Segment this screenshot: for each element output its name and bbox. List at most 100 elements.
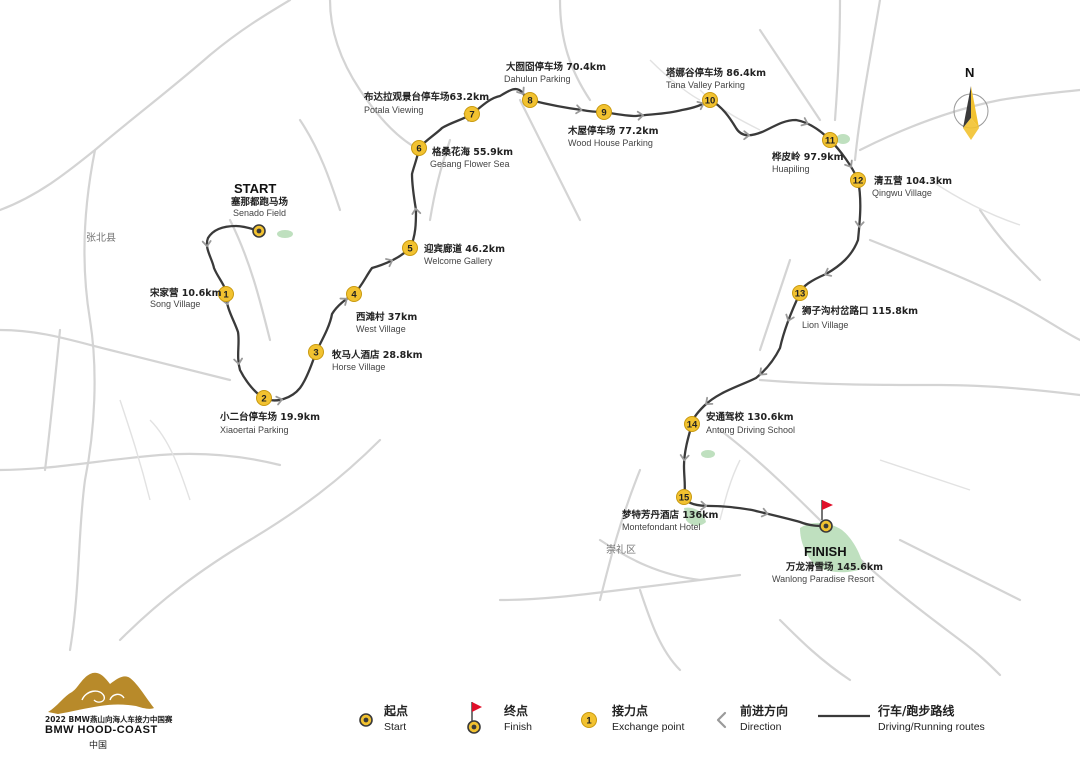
north-arrow-icon bbox=[953, 86, 989, 140]
finish-name-en: Wanlong Paradise Resort bbox=[772, 574, 875, 584]
exchange-point-icon: 1 bbox=[581, 712, 597, 728]
exchange-point-number: 15 bbox=[679, 493, 690, 504]
exchange-point-name-en: Welcome Gallery bbox=[424, 256, 493, 266]
exchange-point-marker bbox=[822, 132, 838, 148]
direction-chevron-icon bbox=[759, 367, 768, 376]
background-roads-thin bbox=[119, 59, 1021, 521]
exchange-point-marker bbox=[402, 240, 418, 256]
exchange-point-name-en: Huapiling bbox=[772, 164, 810, 174]
exchange-point-name-en: Wood House Parking bbox=[568, 138, 653, 148]
exchange-point-name-en: Xiaoertai Parking bbox=[220, 425, 289, 435]
exchange-point-marker bbox=[256, 390, 272, 406]
exchange-point-marker bbox=[684, 416, 700, 432]
direction-chevron-icon bbox=[716, 711, 727, 729]
exchange-point-marker bbox=[346, 286, 362, 302]
exchange-point-name-cn: 西滩村 37km bbox=[356, 311, 417, 323]
direction-chevron-icon bbox=[201, 240, 212, 248]
exchange-point-name-en: Dahulun Parking bbox=[504, 74, 571, 84]
route-line-icon bbox=[818, 714, 870, 718]
finish-title: FINISH bbox=[804, 544, 847, 559]
exchange-point-marker bbox=[522, 92, 538, 108]
exchange-point-name-cn: 宋家营 10.6km bbox=[149, 287, 222, 299]
finish-flag-icon bbox=[467, 702, 482, 734]
exchange-point-number: 1 bbox=[223, 290, 229, 301]
exchange-point-marker bbox=[596, 104, 612, 120]
direction-chevron-icon bbox=[636, 110, 644, 121]
direction-chevron-icon bbox=[760, 507, 769, 518]
running-route bbox=[205, 87, 862, 528]
legend-exchange-en: Exchange point bbox=[612, 721, 685, 733]
exchange-point-name-cn: 木屋停车场 77.2km bbox=[567, 125, 659, 137]
place-label-chongli: 崇礼区 bbox=[606, 543, 636, 556]
direction-chevron-icon bbox=[824, 267, 833, 277]
legend-direction-cn: 前进方向 bbox=[740, 704, 789, 718]
exchange-point-number: 9 bbox=[601, 108, 606, 119]
finish-name-cn: 万龙滑雪场 145.6km bbox=[785, 561, 883, 573]
direction-chevron-icon bbox=[411, 207, 422, 215]
place-label-zhangbei: 张北县 bbox=[86, 232, 116, 244]
exchange-point-name-cn: 清五营 104.3km bbox=[874, 175, 952, 187]
legend-start-cn: 起点 bbox=[384, 704, 409, 718]
direction-chevron-icon bbox=[575, 104, 583, 115]
direction-chevron-icon bbox=[705, 396, 714, 406]
exchange-point-number: 7 bbox=[469, 110, 474, 121]
exchange-point-number: 11 bbox=[825, 136, 836, 147]
start-icon bbox=[359, 713, 373, 727]
exchange-point-name-cn: 布达拉观景台停车场63.2km bbox=[363, 91, 489, 103]
legend-finish-en: Finish bbox=[504, 721, 533, 733]
direction-chevron-icon bbox=[785, 313, 795, 322]
north-label: N bbox=[965, 65, 974, 80]
exchange-point-name-en: Montefondant Hotel bbox=[622, 522, 701, 532]
exchange-point-marker bbox=[218, 286, 234, 302]
exchange-point-name-cn: 迎宾廊道 46.2km bbox=[424, 243, 505, 255]
svg-text:1: 1 bbox=[586, 716, 592, 727]
exchange-point-number: 8 bbox=[527, 96, 532, 107]
direction-chevron-icon bbox=[844, 159, 853, 168]
logo-event-line: 2022 BMW燕山向海人车接力中国赛 bbox=[45, 715, 173, 724]
exchange-point-marker bbox=[676, 489, 692, 505]
direction-chevron-icon bbox=[516, 86, 525, 95]
exchange-point-name-cn: 格桑花海 55.9km bbox=[432, 146, 513, 158]
direction-chevron-icon bbox=[854, 220, 865, 228]
start-name-cn: 塞那都跑马场 bbox=[230, 196, 289, 208]
exchange-point-number: 3 bbox=[313, 348, 318, 359]
direction-chevron-icon bbox=[679, 454, 690, 462]
exchange-point-marker bbox=[464, 106, 480, 122]
exchange-point-marker bbox=[792, 285, 808, 301]
legend-start: 起点 Start bbox=[350, 700, 460, 740]
hood-coast-logo-swirl-icon bbox=[81, 690, 125, 703]
legend-exchange-cn: 接力点 bbox=[612, 704, 649, 718]
logo-country-line: 中国 bbox=[89, 741, 108, 751]
exchange-point-name-en: Gesang Flower Sea bbox=[430, 159, 510, 169]
exchange-point-name-en: West Village bbox=[356, 324, 406, 334]
exchange-point-number: 13 bbox=[795, 289, 806, 300]
exchange-point-name-en: Potala Viewing bbox=[364, 105, 423, 115]
exchange-point-number: 6 bbox=[416, 144, 421, 155]
start-name-en: Senado Field bbox=[233, 208, 286, 218]
direction-chevron-icon bbox=[800, 117, 809, 127]
legend-route-en: Driving/Running routes bbox=[878, 721, 985, 733]
exchange-point-marker bbox=[411, 140, 427, 156]
exchange-point-name-cn: 桦皮岭 97.9km bbox=[771, 151, 844, 163]
exchange-point-marker bbox=[702, 92, 718, 108]
exchange-point-name-cn: 梦特芳丹酒店 136km bbox=[622, 509, 718, 521]
direction-chevron-icon bbox=[339, 297, 348, 306]
exchange-point-name-en: Horse Village bbox=[332, 362, 385, 372]
start-marker bbox=[252, 224, 266, 238]
exchange-point-name-cn: 牧马人酒店 28.8km bbox=[332, 349, 423, 361]
